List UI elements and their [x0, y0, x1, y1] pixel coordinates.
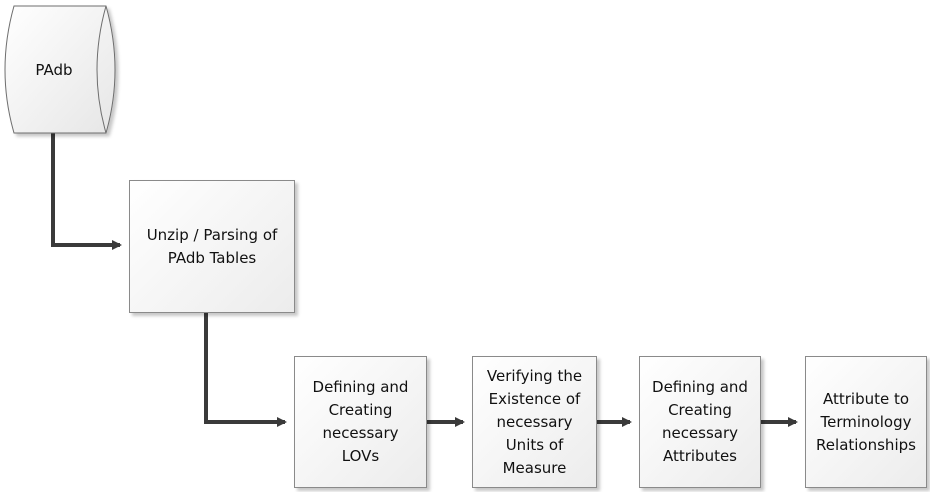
step-label: Unzip / Parsing of PAdb Tables — [146, 225, 278, 267]
database-label: PAdb — [35, 61, 73, 79]
database-end-cap — [96, 5, 107, 134]
step-label: Defining and Creating necessary LOVs — [312, 378, 409, 465]
step-label: Attribute to Terminology Relationships — [816, 389, 916, 454]
step-label: Verifying the Existence of necessary Uni… — [486, 366, 583, 477]
connector-padb-to-unzip — [51, 133, 122, 250]
step-label: Defining and Creating necessary Attribut… — [652, 378, 748, 465]
connector-unzip-to-lovs — [204, 313, 287, 427]
step-unzip-parsing: Unzip / Parsing of PAdb Tables — [129, 180, 295, 313]
step-terminology-relationships: Attribute to Terminology Relationships — [805, 356, 927, 488]
step-define-attributes: Defining and Creating necessary Attribut… — [639, 356, 761, 488]
database-icon — [4, 5, 116, 134]
step-define-lovs: Defining and Creating necessary LOVs — [294, 356, 427, 488]
step-verify-units: Verifying the Existence of necessary Uni… — [472, 356, 597, 488]
